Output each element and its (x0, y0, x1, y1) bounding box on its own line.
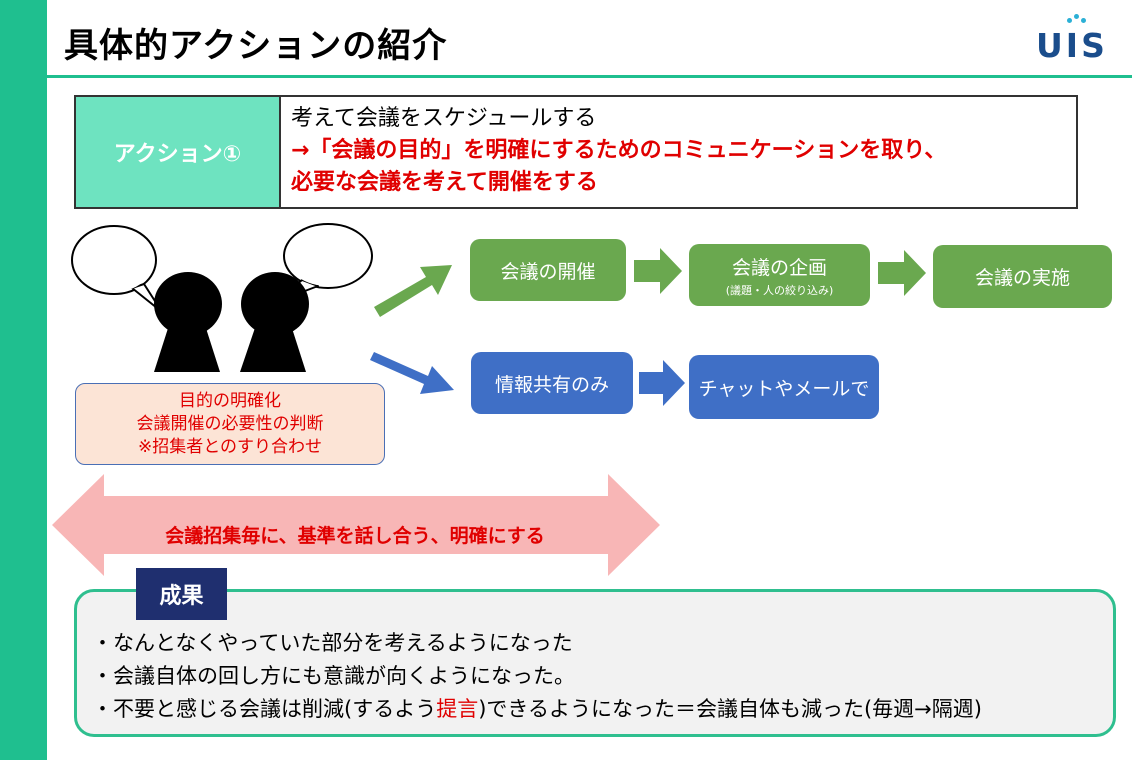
purpose-box: 目的の明確化 会議開催の必要性の判断 ※招集者とのすり合わせ (75, 383, 385, 465)
results-tag: 成果 (136, 568, 227, 620)
double-arrow-banner (52, 474, 660, 576)
purpose-line: 目的の明確化 (179, 390, 281, 411)
flow-label: 会議の企画 (731, 256, 827, 279)
action-line-3: 必要な会議を考えて開催をする (291, 170, 598, 195)
logo-dot (1081, 18, 1086, 23)
result-item: ・なんとなくやっていた部分を考えるようになった (92, 631, 573, 655)
action-line-1: 考えて会議をスケジュールする (291, 106, 597, 131)
logo-dot (1067, 18, 1072, 23)
title-underline (47, 75, 1132, 78)
flow-box-info-sharing: 情報共有のみ (471, 352, 633, 414)
logo-text: UIS (1036, 26, 1108, 65)
uis-logo: UIS (1036, 14, 1108, 65)
banner-text: 会議招集毎に、基準を話し合う、明確にする (165, 525, 545, 547)
discussion-illustration (71, 223, 373, 372)
person-left-icon (154, 272, 222, 372)
result-item: ・不要と感じる会議は削減(するよう提言)できるようになった＝会議自体も減った(毎… (92, 693, 982, 723)
flow-label: チャットやメールで (698, 377, 870, 400)
left-accent-bar (0, 0, 47, 760)
flow-box-hold-meeting: 会議の開催 (470, 239, 626, 301)
person-right-icon (240, 272, 309, 372)
result-text: ・不要と感じる会議は削減(するよう (92, 697, 437, 721)
purpose-line: ※招集者とのすり合わせ (137, 436, 323, 457)
result-highlight: 提言 (436, 697, 479, 721)
flow-label: 会議の開催 (500, 260, 596, 283)
flow-box-chat-email: チャットやメールで (689, 355, 879, 419)
right-arrow-icon (634, 248, 682, 294)
action-line-2: →「会議の目的」を明確にするためのコミュニケーションを取り、 (291, 138, 947, 163)
blue-diagonal-arrow-icon (370, 352, 454, 394)
results-panel (74, 589, 1116, 737)
result-text: )できるようになった＝会議自体も減った(毎週→隔週) (478, 697, 982, 721)
page-title: 具体的アクションの紹介 (64, 26, 448, 66)
flow-label: 会議の実施 (974, 267, 1070, 289)
action-box: アクション① 考えて会議をスケジュールする →「会議の目的」を明確にするためのコ… (74, 95, 1078, 209)
green-diagonal-arrow-icon (374, 265, 452, 317)
action-label-cell: アクション① (76, 97, 281, 207)
speech-bubble-left-icon (71, 225, 163, 313)
speech-bubble-right-icon (275, 223, 373, 303)
right-arrow-icon (639, 360, 685, 406)
action-label: アクション① (113, 142, 242, 167)
flow-sublabel: (議題・人の絞り込み) (725, 283, 834, 297)
flow-box-plan-meeting: 会議の企画 (議題・人の絞り込み) (689, 244, 870, 306)
right-arrow-icon (878, 250, 926, 296)
flow-box-run-meeting: 会議の実施 (933, 245, 1112, 308)
logo-dot (1074, 14, 1079, 19)
result-item: ・会議自体の回し方にも意識が向くようになった。 (92, 664, 575, 688)
action-description: 考えて会議をスケジュールする →「会議の目的」を明確にするためのコミュニケーショ… (281, 97, 1076, 207)
purpose-line: 会議開催の必要性の判断 (136, 413, 324, 434)
flow-label: 情報共有のみ (494, 373, 609, 396)
